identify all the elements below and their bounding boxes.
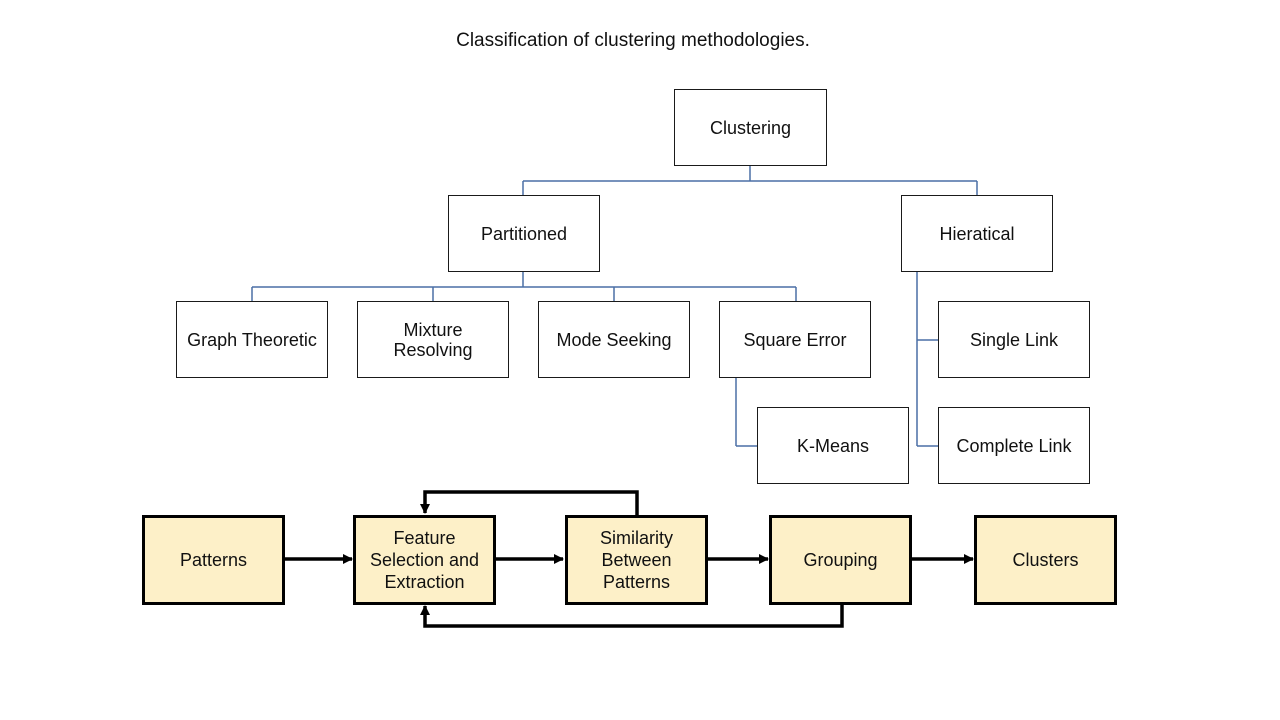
flow-node-patterns: Patterns xyxy=(142,515,285,605)
node-complete-link: Complete Link xyxy=(938,407,1090,484)
flow-node-feature-selection: Feature Selection and Extraction xyxy=(353,515,496,605)
node-hieratical: Hieratical xyxy=(901,195,1053,272)
tree-connectors xyxy=(251,165,978,447)
feedback-arrow-bottom xyxy=(420,604,844,628)
node-mode-seeking: Mode Seeking xyxy=(538,301,690,378)
flow-node-similarity: Similarity Between Patterns xyxy=(565,515,708,605)
node-square-error: Square Error xyxy=(719,301,871,378)
node-clustering: Clustering xyxy=(674,89,827,166)
flow-node-grouping: Grouping xyxy=(769,515,912,605)
node-k-means: K-Means xyxy=(757,407,909,484)
feedback-arrow-top xyxy=(420,490,639,515)
diagram-title: Classification of clustering methodologi… xyxy=(456,30,810,51)
node-graph-theoretic: Graph Theoretic xyxy=(176,301,328,378)
node-single-link: Single Link xyxy=(938,301,1090,378)
flow-arrows xyxy=(284,490,974,628)
node-mixture-resolving: Mixture Resolving xyxy=(357,301,509,378)
flow-node-clusters: Clusters xyxy=(974,515,1117,605)
node-partitioned: Partitioned xyxy=(448,195,600,272)
